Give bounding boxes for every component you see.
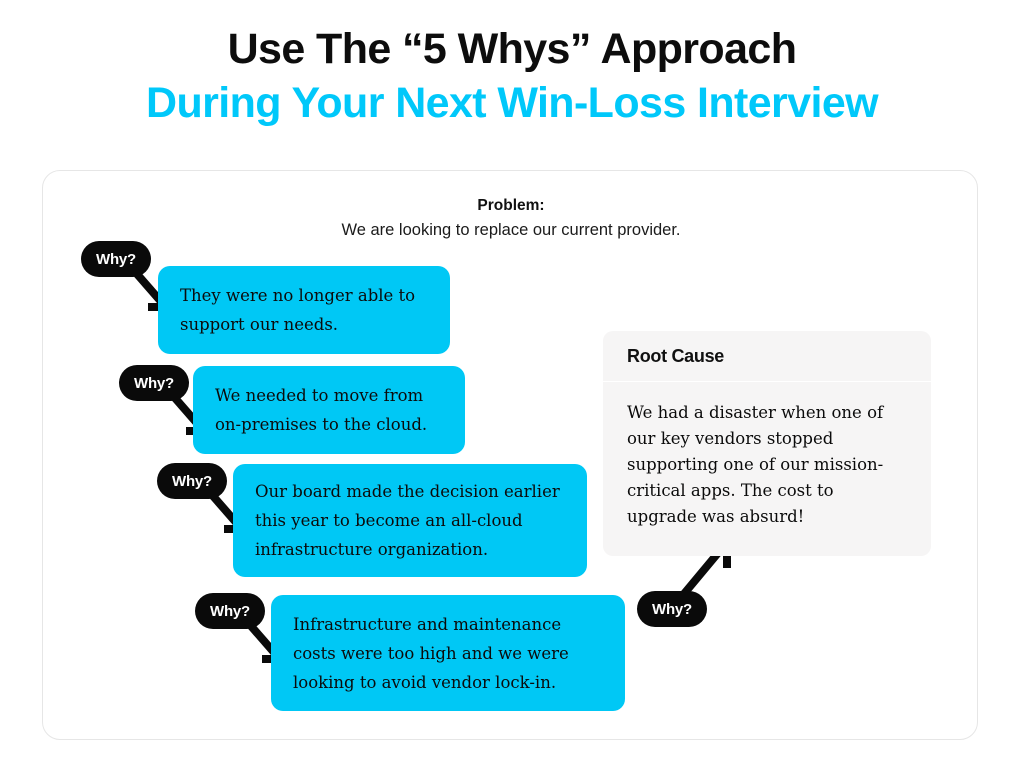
- why-bubble-4: Why?: [195, 593, 265, 629]
- root-cause-card: Root Cause We had a disaster when one of…: [603, 331, 931, 556]
- root-cause-text: We had a disaster when one of our key ve…: [627, 403, 884, 526]
- why-bubble-label: Why?: [133, 374, 175, 392]
- answer-text: They were no longer able to support our …: [180, 286, 416, 334]
- title-line-secondary: During Your Next Win-Loss Interview: [145, 79, 879, 127]
- answer-box-4: Infrastructure and maintenance costs wer…: [271, 595, 625, 711]
- why-bubble-label: Why?: [171, 472, 213, 490]
- answer-text: Infrastructure and maintenance costs wer…: [293, 614, 569, 692]
- answer-text: Our board made the decision earlier this…: [255, 482, 560, 559]
- problem-block: Problem: We are looking to replace our c…: [43, 195, 979, 243]
- answer-text: We needed to move from on-premises to th…: [215, 386, 428, 434]
- why-bubble-label: Why?: [651, 600, 693, 618]
- root-cause-title: Root Cause: [627, 345, 725, 366]
- answer-box-3: Our board made the decision earlier this…: [233, 464, 587, 577]
- title-line-primary: Use The “5 Whys” Approach: [227, 25, 797, 73]
- why-bubble-5: Why?: [637, 591, 707, 627]
- problem-label: Problem:: [477, 197, 545, 214]
- why-bubble-3: Why?: [157, 463, 227, 499]
- answer-box-1: They were no longer able to support our …: [158, 266, 450, 354]
- root-cause-body: We had a disaster when one of our key ve…: [603, 382, 931, 530]
- answer-box-2: We needed to move from on-premises to th…: [193, 366, 465, 454]
- why-bubble-label: Why?: [209, 602, 251, 620]
- root-cause-header: Root Cause: [603, 331, 931, 382]
- problem-statement: We are looking to replace our current pr…: [341, 221, 681, 239]
- page-title: Use The “5 Whys” Approach During Your Ne…: [0, 22, 1024, 130]
- why-bubble-2: Why?: [119, 365, 189, 401]
- why-bubble-1: Why?: [81, 241, 151, 277]
- why-bubble-label: Why?: [95, 250, 137, 268]
- diagram-card: Problem: We are looking to replace our c…: [42, 170, 978, 740]
